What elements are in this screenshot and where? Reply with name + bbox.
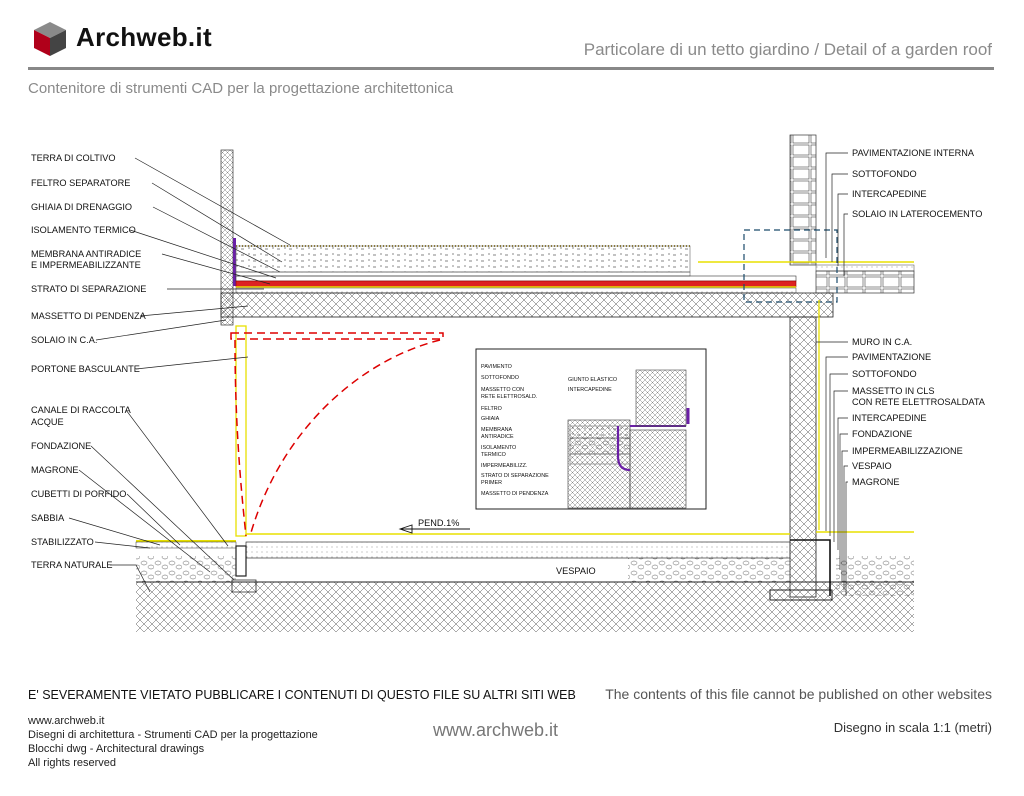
label-intercapedine: INTERCAPEDINE	[852, 413, 927, 423]
label-vespaio-right: VESPAIO	[852, 461, 892, 471]
detail-label-rete: RETE ELETTROSALD.	[481, 394, 538, 400]
label-terra-naturale: TERRA NATURALE	[31, 560, 113, 570]
label-massetto-in-cls: MASSETTO IN CLS	[852, 386, 935, 396]
vespaio-annotation: VESPAIO	[556, 566, 596, 576]
label-membrana-antiradice: MEMBRANA ANTIRADICE	[31, 249, 142, 259]
label-massetto-di-pendenza: MASSETTO DI PENDENZA	[31, 311, 146, 321]
label-magrone-right: MAGRONE	[852, 477, 900, 487]
detail-label-isolamento: ISOLAMENTO	[481, 445, 517, 451]
label-fondazione: FONDAZIONE	[31, 441, 92, 451]
page-subtitle: Contenitore di strumenti CAD per la prog…	[28, 80, 454, 97]
footer-line-drawings: Disegni di architettura - Strumenti CAD …	[28, 729, 318, 741]
header-divider	[28, 67, 994, 70]
label-muro-in-ca: MURO IN C.A.	[852, 337, 913, 347]
label-intercapedine-top: INTERCAPEDINE	[852, 189, 927, 199]
label-strato-di-separazione: STRATO DI SEPARAZIONE	[31, 284, 147, 294]
footer-credits: www.archweb.it Disegni di architettura -…	[28, 714, 318, 770]
detail-label-intercapedine: INTERCAPEDINE	[568, 387, 612, 393]
label-impermeabilizzazione: IMPERMEABILIZZAZIONE	[852, 446, 963, 456]
label-pavimentazione-interna: PAVIMENTAZIONE INTERNA	[852, 148, 974, 158]
label-portone-basculante: PORTONE BASCULANTE	[31, 364, 140, 374]
detail-label-giunto-elastico: GIUNTO ELASTICO	[568, 377, 618, 383]
label-fondazione-right: FONDAZIONE	[852, 429, 913, 439]
label-rete-elettrosaldata: CON RETE ELETTROSALDATA	[852, 397, 985, 407]
label-acque: ACQUE	[31, 417, 64, 427]
label-sottofondo: SOTTOFONDO	[852, 369, 917, 379]
detail-label-feltro: FELTRO	[481, 406, 502, 412]
warning-english: The contents of this file cannot be publ…	[605, 686, 992, 702]
label-sabbia: SABBIA	[31, 513, 65, 523]
footer-line-site[interactable]: www.archweb.it	[28, 715, 105, 727]
detail-label-impermeabilizz: IMPERMEABILIZZ.	[481, 463, 528, 469]
detail-label-sottofondo: SOTTOFONDO	[481, 375, 519, 381]
label-sottofondo-top: SOTTOFONDO	[852, 169, 917, 179]
footer-line-rights: All rights reserved	[28, 757, 117, 769]
label-solaio-in-ca: SOLAIO IN C.A.	[31, 335, 98, 345]
detail-label-massetto-con: MASSETTO CON	[481, 387, 525, 393]
detail-label-ghiaia: GHIAIA	[481, 416, 500, 422]
warning-italian: E' SEVERAMENTE VIETATO PUBBLICARE I CONT…	[28, 688, 576, 702]
footer-center-url[interactable]: www.archweb.it	[433, 720, 559, 740]
label-magrone: MAGRONE	[31, 465, 79, 475]
detail-label-massetto-pendenza: MASSETTO DI PENDENZA	[481, 491, 549, 497]
detail-label-termico: TERMICO	[481, 452, 506, 458]
label-cubetti-di-porfido: CUBETTI DI PORFIDO	[31, 489, 127, 499]
drawing-scale: Disegno in scala 1:1 (metri)	[833, 720, 992, 735]
archweb-logo-icon	[34, 22, 66, 56]
detail-label-membrana: MEMBRANA	[481, 427, 513, 433]
detail-label-primer: PRIMER	[481, 480, 502, 486]
detail-label-pavimento: PAVIMENTO	[481, 364, 512, 370]
label-canale-di-raccolta: CANALE DI RACCOLTA	[31, 405, 131, 415]
label-pavimentazione: PAVIMENTAZIONE	[852, 352, 932, 362]
label-isolamento-termico: ISOLAMENTO TERMICO	[31, 225, 136, 235]
label-feltro-separatore: FELTRO SEPARATORE	[31, 178, 131, 188]
page-title: Particolare di un tetto giardino / Detai…	[583, 40, 992, 59]
label-solaio-in-laterocemento: SOLAIO IN LATEROCEMENTO	[852, 209, 983, 219]
label-terra-di-coltivo: TERRA DI COLTIVO	[31, 153, 116, 163]
brand-name: Archweb.it	[76, 22, 212, 52]
detail-label-strato-separazione: STRATO DI SEPARAZIONE	[481, 473, 549, 479]
footer-line-blocks: Blocchi dwg - Architectural drawings	[28, 743, 205, 755]
label-stabilizzato: STABILIZZATO	[31, 537, 94, 547]
slope-annotation: PEND.1%	[418, 518, 460, 528]
detail-label-antiradice: ANTIRADICE	[481, 434, 514, 440]
label-impermeabilizzante: E IMPERMEABILIZZANTE	[31, 260, 141, 270]
label-ghiaia-di-drenaggio: GHIAIA DI DRENAGGIO	[31, 202, 133, 212]
